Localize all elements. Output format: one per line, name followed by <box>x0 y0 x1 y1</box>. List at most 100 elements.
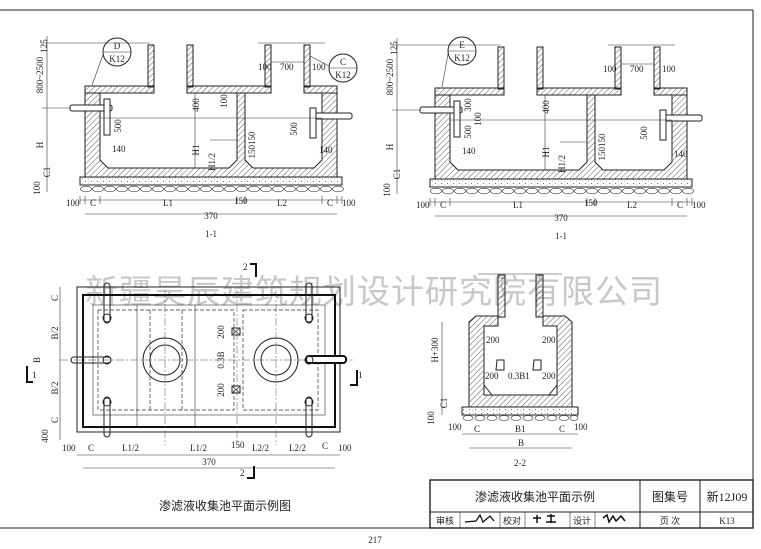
atlas-label: 图集号 <box>652 489 688 504</box>
drawing-line <box>610 187 622 195</box>
svg-text:100: 100 <box>473 112 483 126</box>
bottom-dimensions: 100 C L1 150 L2 C 100 370 1-1 <box>66 196 356 239</box>
svg-text:D: D <box>114 41 121 51</box>
drawing-line <box>248 185 260 193</box>
drawing-line <box>658 187 670 195</box>
svg-text:200: 200 <box>542 371 556 381</box>
drawing-line <box>176 185 188 193</box>
svg-text:2: 2 <box>243 262 248 272</box>
svg-text:100: 100 <box>448 422 462 432</box>
drawing-line <box>442 187 454 195</box>
svg-text:150150: 150150 <box>247 131 257 159</box>
section-mark-2-top: 2 <box>243 262 257 277</box>
svg-text:150: 150 <box>231 440 245 450</box>
inlet-tee <box>453 100 461 138</box>
page-label: 页 次 <box>660 515 680 526</box>
svg-text:100: 100 <box>662 64 676 74</box>
svg-text:800~2500: 800~2500 <box>385 58 395 95</box>
atlas-number: 新12J09 <box>707 489 748 504</box>
callout-c-k12: C K12 <box>309 53 358 83</box>
svg-text:2: 2 <box>240 468 245 478</box>
svg-text:L2: L2 <box>277 198 287 208</box>
svg-text:100: 100 <box>258 62 272 72</box>
svg-text:C: C <box>90 198 96 208</box>
svg-text:200: 200 <box>216 383 226 397</box>
plan-view: 2 2 1 1 C B/2 B B/2 C 400 200 0.3B 200 <box>26 262 363 513</box>
drawing-line <box>140 185 152 193</box>
drawing-line <box>574 187 586 195</box>
page-code: K13 <box>719 516 735 526</box>
drawing-line <box>224 185 236 193</box>
top-slab <box>84 85 155 94</box>
inlet-pipe <box>419 106 463 114</box>
shaft-dimensions: 100 700 100 <box>603 64 676 74</box>
watermark: 新疆昊辰建筑规划设计研究院有限公司 <box>85 272 663 311</box>
shaft-wall <box>186 44 194 88</box>
callout-e-k12: E K12 <box>441 36 477 88</box>
callout-d-k12: D K12 <box>91 37 132 86</box>
svg-text:C1: C1 <box>392 169 402 180</box>
page-number: 217 <box>368 535 382 545</box>
top-slab <box>434 87 505 96</box>
gravel-bed <box>430 187 694 195</box>
top-slab <box>536 87 622 96</box>
drawing-title: 渗滤液收集池平面示例 <box>475 489 595 504</box>
svg-text:0.3B1: 0.3B1 <box>508 371 530 381</box>
drawing-line <box>454 187 466 195</box>
drawing-line <box>622 187 634 195</box>
svg-text:200: 200 <box>486 335 500 345</box>
title-block: 渗滤液收集池平面示例 图集号 新12J09 审核 校对 设计 页 次 K13 <box>429 479 754 529</box>
vertical-dimensions: 125 800~2500 H C1 100 <box>382 41 402 197</box>
svg-text:B/2: B/2 <box>50 326 60 339</box>
svg-text:400: 400 <box>40 429 50 443</box>
svg-text:370: 370 <box>204 211 218 221</box>
svg-text:150: 150 <box>234 196 248 206</box>
top-slab <box>653 87 688 96</box>
svg-text:C: C <box>50 295 60 301</box>
section-mark-1-right: 1 <box>350 370 363 386</box>
drawing-line <box>152 185 164 193</box>
svg-text:K12: K12 <box>335 70 351 80</box>
drawing-line <box>104 185 116 193</box>
check-signature <box>533 514 556 523</box>
drawing-line <box>188 185 200 193</box>
svg-text:300: 300 <box>463 98 473 112</box>
svg-text:100: 100 <box>416 200 430 210</box>
tank-walls <box>434 94 688 180</box>
svg-text:C: C <box>327 198 333 208</box>
section-mark-1-left: 1 <box>26 366 37 383</box>
drawing-line <box>296 185 308 193</box>
drain-pipes <box>70 282 347 438</box>
bottom-dimensions: 100 C L1/2 L1/2 150 L2/2 L2/2 C 100 370 <box>62 440 352 469</box>
design-label: 设计 <box>573 515 591 526</box>
svg-text:H1: H1 <box>191 145 201 156</box>
section-1-1-right: E K12 125 800~2500 H C1 100 100 700 100 … <box>382 36 706 241</box>
svg-text:H1/2: H1/2 <box>557 155 567 173</box>
inner-dimensions: 400 H1 H1/2 100 500 140 150150 500 140 <box>112 94 333 171</box>
svg-text:370: 370 <box>202 457 216 467</box>
tank-geometry <box>392 38 703 217</box>
check-label: 校对 <box>503 515 521 526</box>
svg-text:H: H <box>385 143 395 150</box>
svg-text:100: 100 <box>66 198 80 208</box>
svg-text:100: 100 <box>32 181 42 195</box>
svg-text:C1: C1 <box>439 398 449 409</box>
svg-text:K12: K12 <box>109 54 125 64</box>
drawing-line <box>550 187 562 195</box>
manhole-left <box>142 337 188 383</box>
svg-text:L2: L2 <box>627 200 637 210</box>
svg-text:1: 1 <box>358 370 363 380</box>
section-mark-2-bottom: 2 <box>240 466 255 479</box>
bottom-dimensions: 100 C L1 150 L2 C 100 370 1-1 <box>416 198 706 241</box>
drawing-line <box>200 185 212 193</box>
inlet-pipe <box>69 104 113 112</box>
svg-text:E: E <box>459 40 465 50</box>
svg-text:100: 100 <box>382 183 392 197</box>
shaft-dimensions: 100 700 100 <box>258 62 326 72</box>
svg-text:800~2500: 800~2500 <box>35 56 45 93</box>
design-signature <box>602 513 626 524</box>
svg-text:K12: K12 <box>454 53 470 63</box>
drawing-line <box>236 185 248 193</box>
shaft-wall <box>147 44 155 88</box>
